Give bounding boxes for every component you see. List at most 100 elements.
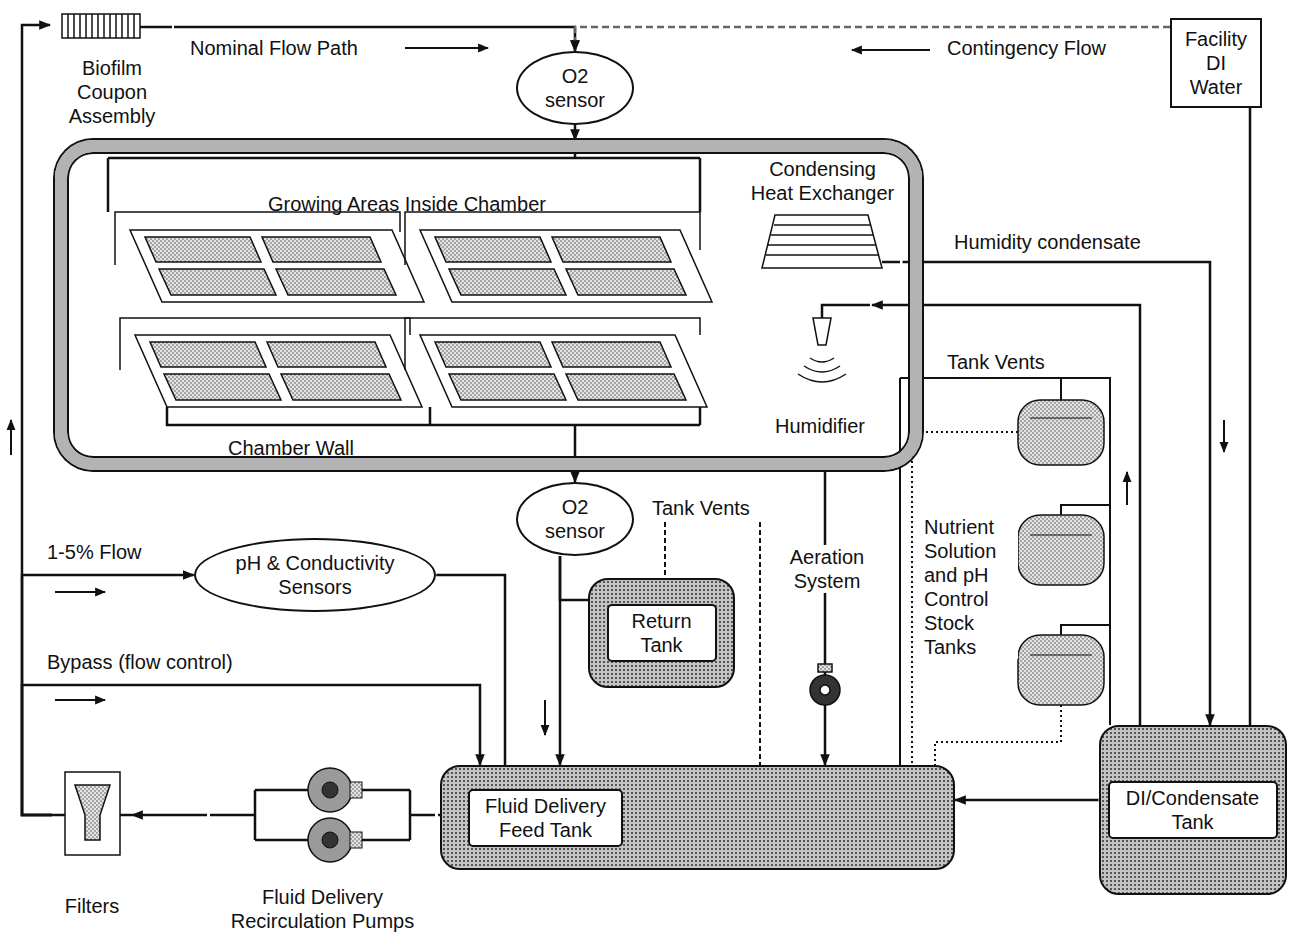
- flow-line: [955, 799, 1099, 802]
- condenser-symbol: [762, 215, 882, 268]
- growing-tray: [135, 335, 422, 407]
- flow-line: [903, 262, 1211, 725]
- growing-tray: [150, 342, 266, 367]
- heat-exchanger: Condensing Heat Exchanger: [743, 155, 903, 273]
- condensate-tank: DI/Condensate Tank: [1099, 725, 1287, 895]
- pump-symbol: [322, 782, 338, 798]
- flow-arrow: [544, 700, 546, 735]
- growing-tray: [145, 237, 261, 262]
- sensor-ellipse: pH & Conductivity Sensors: [194, 538, 437, 612]
- sensor-ellipse: O2 sensor: [516, 482, 634, 556]
- flow-arrow: [405, 47, 488, 49]
- filter-symbol: [65, 772, 120, 855]
- node-label: Filters: [65, 894, 119, 918]
- flow-line: [1249, 108, 1252, 725]
- condenser-symbol: [882, 261, 900, 264]
- growing-tray: [420, 230, 712, 302]
- flow-label: Nominal Flow Path: [188, 36, 360, 60]
- vent-line: [900, 378, 1110, 765]
- growth-chamber: Condensing Heat ExchangerHumidifier Growi…: [55, 140, 922, 470]
- growing-tray: [267, 342, 386, 367]
- node-label: Biofilm Coupon Assembly: [57, 56, 167, 128]
- node-label: Fluid Delivery Feed Tank: [468, 789, 623, 847]
- growing-tray: [115, 212, 712, 407]
- aeration-pump: [810, 675, 840, 705]
- dosing-line: [912, 432, 1061, 765]
- flow-label: 1-5% Flow: [45, 540, 143, 564]
- node-label: Return Tank: [607, 604, 717, 662]
- edge-label: Humidity condensate: [952, 230, 1143, 254]
- coupon-symbol: [68, 14, 134, 38]
- chamber-plumbing: [108, 152, 700, 458]
- flow-label: Tank Vents: [945, 350, 1047, 374]
- node-label: pH & Conductivity Sensors: [230, 551, 400, 599]
- flow-arrow: [10, 420, 12, 455]
- growing-tray: [420, 335, 707, 407]
- growing-tray: [552, 237, 671, 262]
- node-label: O2 sensor: [540, 495, 610, 543]
- edge-label: Aeration System: [770, 545, 884, 593]
- coupon-symbol: [62, 14, 140, 38]
- return-tank: Return Tank: [588, 578, 735, 688]
- node-label: DI/Condensate Tank: [1108, 781, 1278, 839]
- stock-tank: [1018, 635, 1104, 705]
- flow-label: Nutrient Solution and pH Control Stock T…: [922, 515, 1018, 659]
- pump-symbol: [308, 768, 352, 812]
- node-label: Facility DI Water: [1179, 27, 1253, 99]
- filter-symbol: [52, 772, 132, 855]
- flow-label: Tank Vents: [650, 496, 752, 520]
- stock-tank: [1018, 515, 1104, 585]
- growing-tray: [159, 269, 276, 295]
- humidifier-nozzle: [822, 305, 870, 318]
- node-label: Chamber Wall: [228, 436, 354, 460]
- growing-tray: [449, 269, 566, 295]
- humidifier-nozzle: [798, 305, 870, 382]
- growing-tray: [130, 230, 424, 302]
- sensor-ellipse: O2 sensor: [516, 51, 634, 125]
- flow-label: Bypass (flow control): [45, 650, 235, 674]
- pump-unit: Fluid Delivery Recirculation Pumps: [207, 760, 438, 935]
- humidifier-nozzle: [813, 318, 831, 345]
- flow-label: Contingency Flow: [945, 36, 1108, 60]
- flow-line: [824, 470, 827, 765]
- flow-arrow: [55, 591, 105, 593]
- aeration-pump: [820, 685, 830, 695]
- flow-arrow: [11, 48, 1224, 735]
- vent-line: [900, 378, 1110, 765]
- flow-line: [574, 470, 577, 482]
- humidifier: Humidifier: [768, 290, 872, 440]
- growing-tray: [164, 374, 281, 400]
- filter-symbol: [52, 814, 132, 817]
- pump-symbol: [210, 768, 435, 862]
- coupon-assembly: Biofilm Coupon Assembly: [50, 8, 174, 130]
- flow-arrow: [852, 49, 930, 51]
- aeration-pump: [810, 664, 840, 705]
- node-label: Condensing Heat Exchanger: [750, 157, 896, 205]
- condenser-symbol: [766, 225, 879, 255]
- stock-tank: [1018, 400, 1104, 705]
- flow-arrow: [55, 699, 105, 701]
- growing-tray: [262, 237, 381, 262]
- pump-symbol: [350, 782, 362, 798]
- growing-tray: [276, 269, 396, 295]
- flow-arrow: [1223, 420, 1225, 452]
- condenser-symbol: [762, 215, 900, 268]
- aeration-pump: [818, 664, 832, 672]
- stock-tank: [1018, 400, 1104, 465]
- flow-line: [560, 556, 588, 600]
- flow-arrow: [1126, 472, 1128, 505]
- filter-symbol: [75, 785, 110, 840]
- coupon-symbol: [62, 14, 172, 38]
- coupon-symbol: [140, 26, 172, 29]
- flow-line: [132, 814, 207, 817]
- growing-tray: [435, 237, 551, 262]
- node-label: Growing Areas Inside Chamber: [268, 192, 546, 216]
- node-label: Humidifier: [775, 414, 865, 438]
- flow-line: [574, 125, 577, 140]
- dosing-line: [912, 432, 1061, 765]
- filter-unit: Filters: [52, 765, 132, 920]
- growing-tray: [566, 269, 686, 295]
- feed-tank: Fluid Delivery Feed Tank: [440, 765, 955, 870]
- node-label: O2 sensor: [540, 64, 610, 112]
- pump-symbol: [322, 832, 338, 848]
